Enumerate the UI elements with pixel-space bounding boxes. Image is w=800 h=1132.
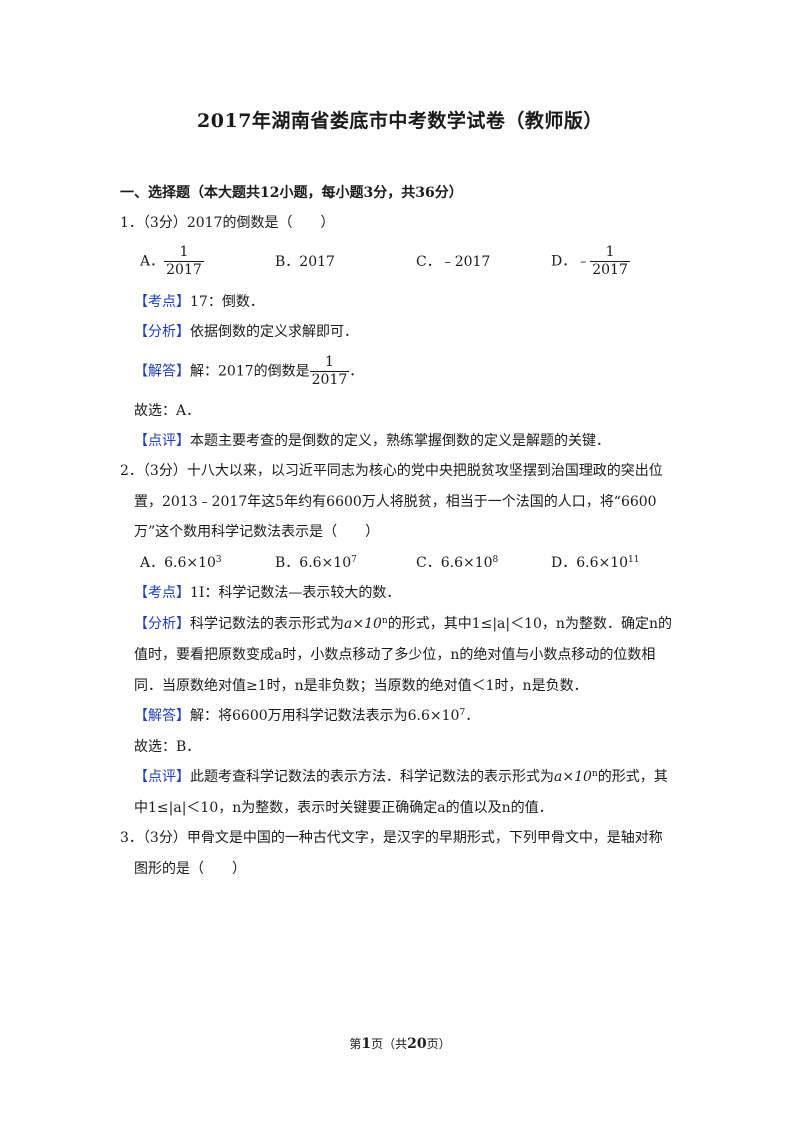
option-exponent: 7 (351, 555, 357, 565)
option-exponent: 3 (215, 555, 222, 565)
q2-jieda: 【解答】解：将6600万用科学记数法表示为6.6×107． (134, 706, 479, 726)
q2-option-b: B．6.6×107 (275, 553, 357, 573)
q2-stem-line-2: 置，2013﹣2017年这5年约有6600万人将脱贫，相当于一个法国的人口，将“… (134, 494, 657, 510)
option-text: A．6.6×10 (140, 555, 216, 571)
fenxi-text: 的形式，其中1≤|a|＜10，n为整数．确定n的 (387, 616, 672, 632)
jieda-text: 解：2017的倒数是 (190, 363, 310, 380)
jieda-end: ． (349, 363, 364, 380)
q2-fenxi-line-1: 【分析】科学记数法的表示形式为a×10n的形式，其中1≤|a|＜10，n为整数．… (134, 614, 672, 634)
fenxi-text: 依据倒数的定义求解即可． (190, 324, 358, 340)
dianping-exponent: n (591, 769, 598, 779)
q2-kaodian: 【考点】1I：科学记数法—表示较大的数． (134, 583, 400, 603)
dianping-text: 此题考查科学记数法的表示方法．科学记数法的表示形式为 (190, 769, 554, 785)
jieda-tag: 【解答】 (134, 363, 190, 380)
option-exponent: 8 (492, 555, 499, 565)
jieda-exponent: 7 (459, 708, 466, 718)
jieda-end: ． (465, 708, 480, 724)
fenxi-tag: 【分析】 (134, 616, 190, 632)
dianping-formula: a×10 (554, 769, 592, 785)
fraction-denominator: 2017 (309, 371, 350, 388)
q2-dianping-line-2: 中1≤|a|＜10，n为整数，表示时关键要正确确定a的值以及n的值． (134, 800, 553, 816)
q2-option-a: A．6.6×103 (140, 553, 222, 573)
q1-guxuan: 故选：A． (134, 403, 201, 419)
q2-fenxi-line-3: 同．当原数绝对值≥1时，n是非负数；当原数的绝对值＜1时，n是负数． (134, 678, 588, 694)
page-footer: 第1页（共20页） (0, 1035, 800, 1052)
q1-option-a-label: A． (140, 253, 165, 270)
footer-text: 第 (349, 1037, 362, 1051)
fenxi-text: 科学记数法的表示形式为 (190, 616, 344, 632)
q2-fenxi-line-2: 值时，要看把原数变成a时，小数点移动了多少位，n的绝对值与小数点移动的位数相 (134, 647, 656, 663)
fraction-numerator: 1 (325, 354, 334, 370)
jieda-tag: 【解答】 (134, 708, 190, 724)
dianping-tag: 【点评】 (134, 433, 190, 449)
q3-stem-line-2: 图形的是（ ） (134, 861, 246, 877)
q1-stem: 1．（3分）2017的倒数是（ ） (120, 215, 335, 231)
kaodian-text: 1I：科学记数法—表示较大的数． (190, 585, 401, 601)
dianping-text: 的形式，其 (597, 769, 668, 785)
option-text: B．6.6×10 (275, 555, 352, 571)
fenxi-tag: 【分析】 (134, 324, 190, 340)
fenxi-formula: a×10 (344, 616, 382, 632)
option-text: D．6.6×10 (551, 555, 629, 571)
section-heading: 一、选择题（本大题共12小题，每小题3分，共36分） (120, 185, 463, 201)
option-text: C．6.6×10 (416, 555, 493, 571)
kaodian-text: 17：倒数． (190, 294, 264, 310)
q2-guxuan: 故选：B． (134, 739, 201, 755)
fraction-denominator: 2017 (164, 261, 204, 278)
q2-option-c: C．6.6×108 (416, 553, 498, 573)
q2-dianping-line-1: 【点评】此题考查科学记数法的表示方法．科学记数法的表示形式为a×10n的形式，其 (134, 767, 668, 787)
q1-option-c: C．﹣2017 (416, 254, 491, 270)
kaodian-tag: 【考点】 (134, 294, 190, 310)
kaodian-tag: 【考点】 (134, 585, 190, 601)
q2-stem-line-1: 2．（3分）十八大以来，以习近平同志为核心的党中央把脱贫攻坚摆到治国理政的突出位 (120, 463, 663, 479)
q1-dianping: 【点评】本题主要考查的是倒数的定义，熟练掌握倒数的定义是解题的关键． (134, 431, 610, 451)
page-total: 20 (407, 1036, 427, 1052)
fraction-denominator: 2017 (590, 261, 630, 278)
q2-stem-line-3: 万”这个数用科学记数法表示是（ ） (134, 524, 380, 540)
q1-fenxi: 【分析】依据倒数的定义求解即可． (134, 322, 358, 342)
option-exponent: 11 (628, 555, 640, 565)
q3-stem-line-1: 3．（3分）甲骨文是中国的一种古代文字，是汉字的早期形式，下列甲骨文中，是轴对称 (120, 830, 663, 846)
page-title: 2017年湖南省娄底市中考数学试卷（教师版） (197, 110, 603, 132)
fraction-numerator: 1 (179, 244, 189, 260)
jieda-text: 解：将6600万用科学记数法表示为6.6×10 (190, 708, 460, 724)
q1-kaodian: 【考点】17：倒数． (134, 292, 264, 312)
page-number: 1 (361, 1036, 372, 1052)
fenxi-exponent: n (381, 616, 388, 626)
footer-text: 页（共 (371, 1037, 408, 1051)
q2-option-d: D．6.6×1011 (551, 553, 640, 573)
q1-option-d-label: D．﹣ (551, 253, 591, 270)
footer-text: 页） (426, 1037, 451, 1051)
dianping-text: 本题主要考查的是倒数的定义，熟练掌握倒数的定义是解题的关键． (190, 433, 610, 449)
dianping-tag: 【点评】 (134, 769, 190, 785)
q1-option-b: B．2017 (275, 254, 335, 270)
fraction-numerator: 1 (605, 244, 615, 260)
